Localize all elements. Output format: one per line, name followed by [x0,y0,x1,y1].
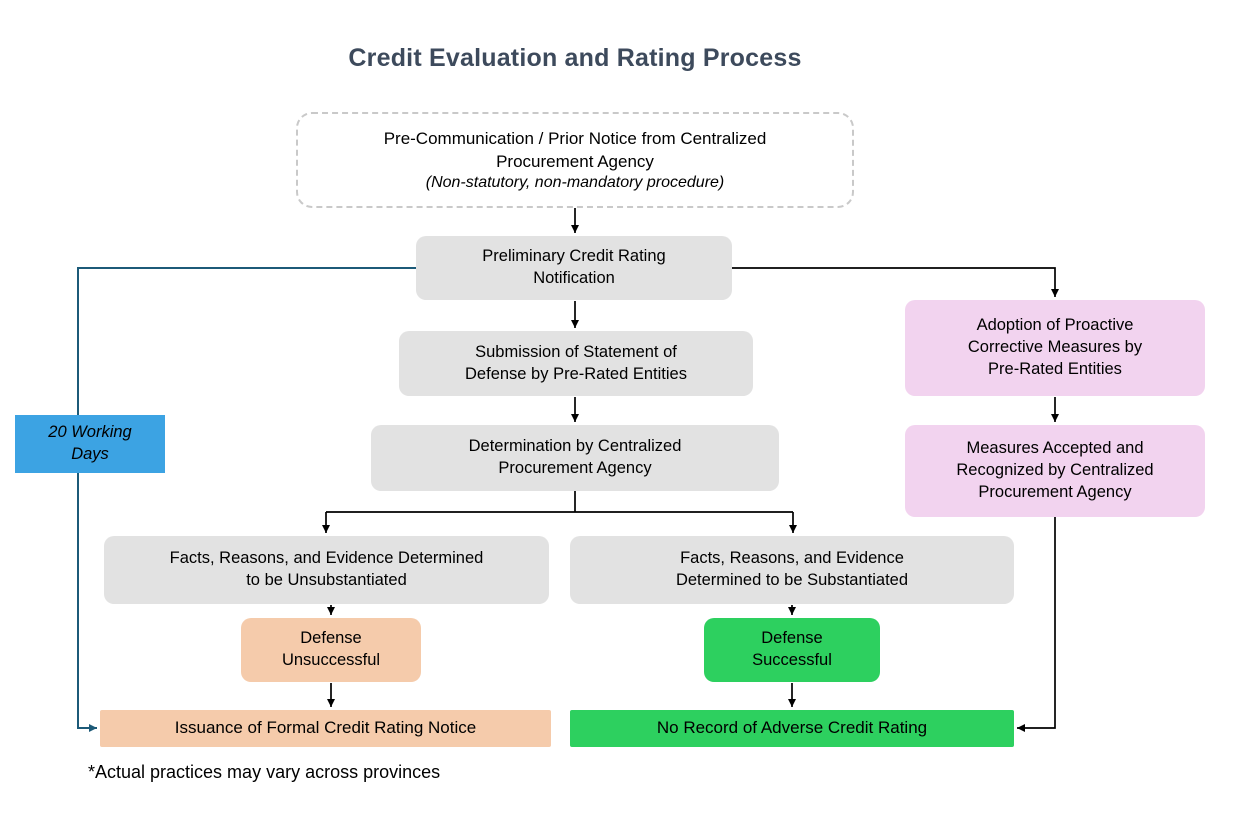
node-substantiated: Facts, Reasons, and Evidence Determined … [570,536,1014,604]
pre-communication-text: Pre-Communication / Prior Notice from Ce… [383,128,767,171]
node-measures-accepted: Measures Accepted and Recognized by Cent… [905,425,1205,517]
footnote: *Actual practices may vary across provin… [88,762,441,782]
page-title: Credit Evaluation and Rating Process [348,44,802,72]
node-determination: Determination by Centralized Procurement… [371,425,779,491]
pre-communication-note: (Non-statutory, non-mandatory procedure) [425,174,725,192]
node-issuance-formal-notice: Issuance of Formal Credit Rating Notice [100,710,551,747]
node-preliminary-notification: Preliminary Credit Rating Notification [416,236,732,300]
node-no-record: No Record of Adverse Credit Rating [570,710,1014,747]
arrow-measures-to-no-record [1017,517,1056,732]
arrow-preliminary-to-adoption [732,267,1059,297]
node-defense-unsuccessful: Defense Unsuccessful [241,618,421,682]
node-submission-of-defense: Submission of Statement of Defense by Pr… [399,331,753,396]
node-defense-successful: Defense Successful [704,618,880,682]
node-pre-communication: Pre-Communication / Prior Notice from Ce… [296,112,854,208]
node-unsubstantiated: Facts, Reasons, and Evidence Determined … [104,536,549,604]
label-20-working-days: 20 Working Days [15,415,165,473]
node-adoption-corrective-measures: Adoption of Proactive Corrective Measure… [905,300,1205,396]
